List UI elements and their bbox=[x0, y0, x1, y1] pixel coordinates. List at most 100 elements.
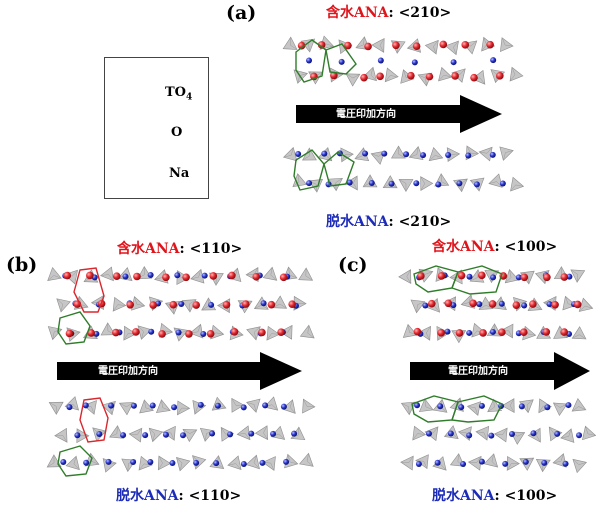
sodium-atom bbox=[479, 459, 485, 465]
oxygen-atom bbox=[496, 72, 504, 80]
tetrahedron bbox=[156, 400, 170, 413]
sodium-atom bbox=[530, 430, 536, 436]
sodium-atom bbox=[147, 459, 153, 465]
panel-b-top-structure bbox=[48, 267, 314, 342]
oxygen-atom bbox=[162, 274, 170, 282]
oxygen-atom bbox=[126, 301, 134, 309]
tetrahedron bbox=[500, 147, 513, 160]
oxygen-atom bbox=[469, 299, 477, 307]
tetrahedron bbox=[467, 402, 480, 416]
sodium-atom bbox=[474, 181, 480, 187]
oxygen-atom bbox=[439, 41, 447, 49]
sodium-atom bbox=[519, 403, 525, 409]
sodium-atom bbox=[261, 300, 267, 306]
oxygen-atom bbox=[428, 300, 436, 308]
sodium-atom bbox=[445, 329, 451, 335]
sodium-atom bbox=[466, 330, 472, 336]
oxygen-atom bbox=[414, 328, 422, 336]
sodium-atom bbox=[283, 459, 289, 465]
sodium-atom bbox=[306, 180, 312, 186]
sodium-atom bbox=[413, 180, 419, 186]
oxygen-atom bbox=[445, 299, 453, 307]
oxygen-atom bbox=[360, 74, 368, 82]
tetrahedron bbox=[401, 456, 413, 470]
sodium-atom bbox=[122, 273, 128, 279]
sodium-atom bbox=[490, 329, 496, 335]
legend-tetra-label: TO4 bbox=[165, 85, 192, 103]
tetrahedron bbox=[399, 270, 411, 284]
oxygen-atom bbox=[252, 273, 260, 281]
tetrahedron bbox=[283, 147, 296, 160]
panel-c-bottom-structure bbox=[401, 398, 596, 473]
oxygen-atom bbox=[133, 273, 141, 281]
oxygen-atom bbox=[66, 330, 74, 338]
panel-a-letter: (a) bbox=[226, 2, 256, 24]
sodium-atom bbox=[131, 403, 137, 409]
oxygen-atom bbox=[112, 329, 120, 337]
oxygen-atom bbox=[364, 43, 372, 51]
panel-a-arrow-label: 電圧印加方向 bbox=[336, 105, 396, 120]
oxygen-atom bbox=[551, 301, 559, 309]
sodium-atom bbox=[521, 302, 527, 308]
panel-c-bottom-caption: 脱水ANA: <100> bbox=[432, 485, 557, 505]
tetrahedron bbox=[237, 426, 250, 440]
legend-sodium-label: Na bbox=[169, 166, 189, 181]
sodium-atom bbox=[509, 431, 515, 437]
sodium-atom bbox=[378, 58, 384, 64]
sodium-atom bbox=[106, 459, 112, 465]
sodium-atom bbox=[500, 180, 506, 186]
sodium-atom bbox=[403, 151, 409, 157]
sodium-atom bbox=[227, 431, 233, 437]
sodium-atom bbox=[281, 404, 287, 410]
sodium-atom bbox=[202, 273, 208, 279]
sodium-atom bbox=[291, 431, 297, 437]
sodium-atom bbox=[120, 432, 126, 438]
oxygen-atom bbox=[242, 300, 250, 308]
sodium-atom bbox=[460, 461, 466, 467]
tetrahedron bbox=[300, 325, 314, 338]
tetrahedron bbox=[572, 399, 586, 412]
oxygen-atom bbox=[417, 272, 425, 280]
sodium-atom bbox=[369, 180, 375, 186]
sodium-atom bbox=[416, 461, 422, 467]
sodium-atom bbox=[502, 461, 508, 467]
oxygen-atom bbox=[543, 273, 551, 281]
sodium-atom bbox=[465, 152, 471, 158]
sodium-atom bbox=[437, 403, 443, 409]
panel-b-bottom-structure bbox=[47, 397, 315, 472]
sodium-atom bbox=[208, 302, 214, 308]
sodium-atom bbox=[163, 432, 169, 438]
sodium-atom bbox=[422, 302, 428, 308]
sodium-atom bbox=[108, 403, 114, 409]
oxygen-atom bbox=[158, 330, 166, 338]
panel-a-top-structure bbox=[283, 36, 523, 86]
oxygen-atom bbox=[170, 301, 178, 309]
sodium-atom bbox=[490, 152, 496, 158]
sodium-atom bbox=[148, 329, 154, 335]
oxygen-atom bbox=[561, 273, 569, 281]
sodium-atom bbox=[499, 301, 505, 307]
oxygen-atom bbox=[486, 41, 494, 49]
legend-oxygen-label: O bbox=[171, 125, 182, 140]
oxygen-atom bbox=[498, 328, 506, 336]
sodium-atom bbox=[523, 459, 529, 465]
sodium-atom bbox=[420, 152, 426, 158]
sodium-atom bbox=[456, 180, 462, 186]
sodium-atom bbox=[200, 331, 206, 337]
panel-b-bottom-caption: 脱水ANA: <110> bbox=[116, 485, 241, 505]
tetrahedron bbox=[476, 426, 489, 440]
oxygen-atom bbox=[231, 328, 239, 336]
sodium-atom bbox=[142, 432, 148, 438]
oxygen-atom bbox=[288, 300, 296, 308]
oxygen-atom bbox=[438, 272, 446, 280]
sodium-atom bbox=[66, 404, 72, 410]
oxygen-atom bbox=[277, 328, 285, 336]
tetrahedron bbox=[571, 270, 585, 282]
sodium-atom bbox=[479, 403, 485, 409]
panel-c-top-structure bbox=[399, 267, 593, 343]
oxygen-atom bbox=[209, 272, 217, 280]
tetrahedron bbox=[582, 426, 595, 440]
oxygen-atom bbox=[456, 329, 464, 337]
oxygen-atom bbox=[63, 272, 71, 280]
